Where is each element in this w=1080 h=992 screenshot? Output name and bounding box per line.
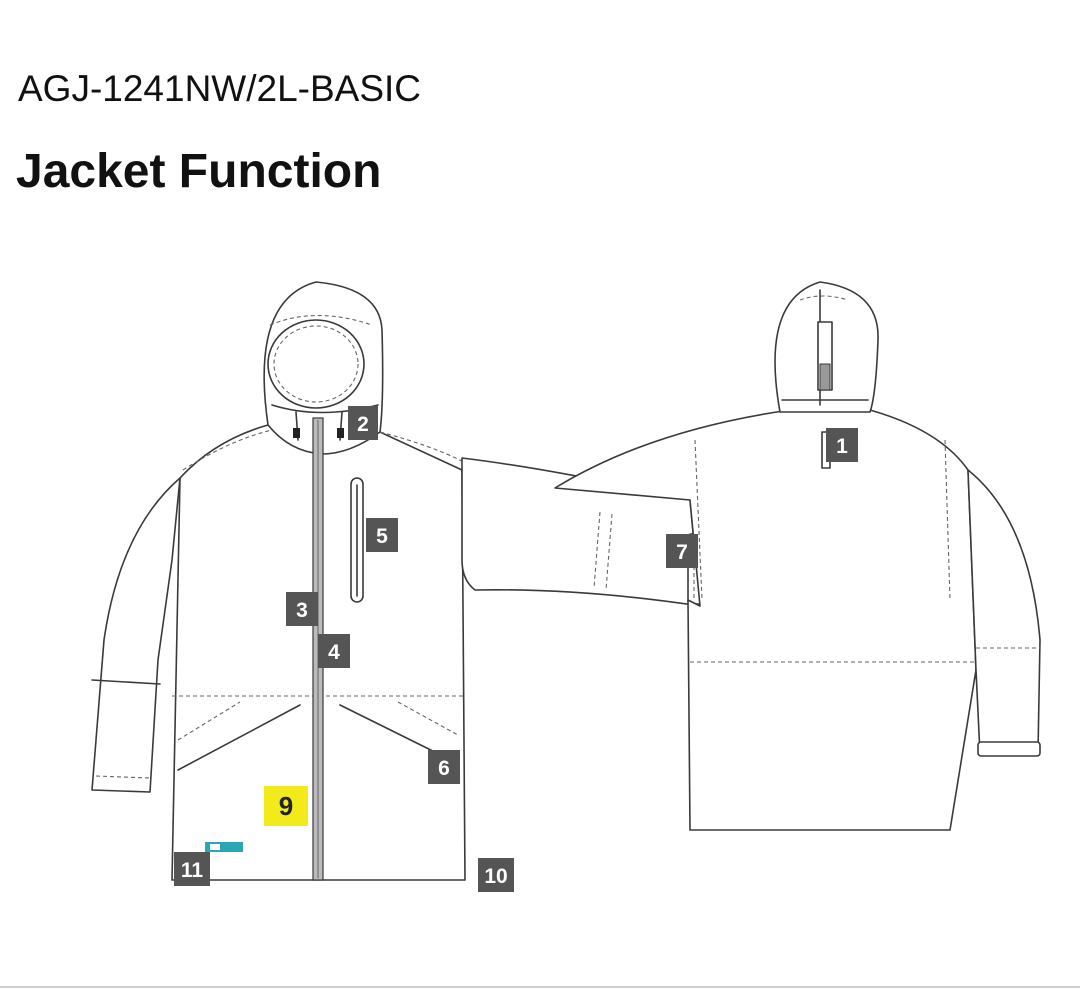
callout-10: 10	[478, 858, 514, 892]
callout-11: 11	[174, 852, 210, 886]
brand-tag	[205, 842, 243, 852]
callout-5: 5	[366, 518, 398, 552]
page-title: Jacket Function	[16, 145, 382, 198]
svg-text:10: 10	[484, 865, 507, 888]
svg-text:2: 2	[357, 413, 369, 436]
svg-text:9: 9	[279, 791, 293, 821]
svg-text:6: 6	[438, 757, 450, 780]
svg-text:3: 3	[296, 599, 308, 622]
svg-text:7: 7	[676, 541, 688, 564]
callout-6: 6	[428, 750, 460, 784]
bottom-divider	[0, 986, 1080, 988]
callout-9: 9	[264, 786, 308, 826]
svg-text:4: 4	[328, 641, 340, 664]
svg-text:11: 11	[181, 859, 204, 882]
back-jacket	[461, 281, 1041, 831]
callout-2: 2	[348, 406, 378, 440]
callout-4: 4	[318, 634, 350, 668]
callout-1: 1	[826, 428, 858, 462]
callout-7: 7	[666, 534, 698, 568]
model-code: AGJ-1241NW/2L-BASIC	[18, 68, 422, 109]
callout-3: 3	[286, 592, 318, 626]
svg-text:1: 1	[836, 435, 848, 458]
svg-text:5: 5	[376, 525, 388, 548]
